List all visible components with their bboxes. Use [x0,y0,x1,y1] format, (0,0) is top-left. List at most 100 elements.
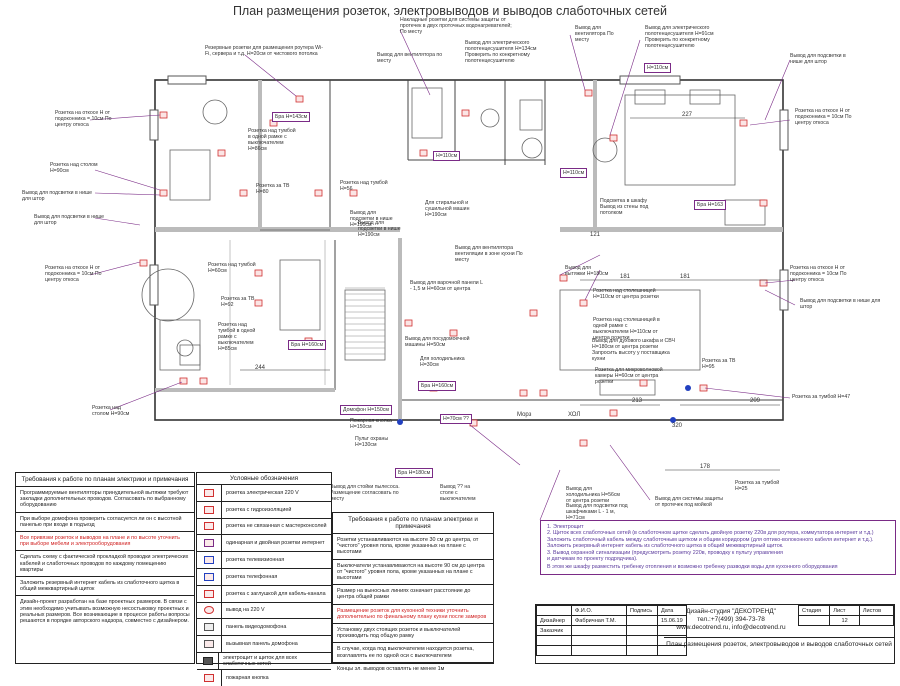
legend-item: розетка электрическая 220 V [226,489,299,496]
callout-height-3: H=110см [644,63,672,73]
independent-outlet-icon [204,522,214,531]
callout-nightstand-4: Розетка над тумбой H=56 [340,180,388,192]
callout-kitchen-fan: Вывод для вентилятора вентиляции в зоне … [455,245,523,263]
callout-cabinet-outlet-1: Розетка за тумбой H=47 [792,394,851,400]
callout-hob: Вывод для варочной панели L - 1,5 м H=60… [410,280,483,292]
note-line: 2. Щиток всех слаботочных сетей (в слабо… [547,530,874,537]
callout-window-outlet-1: Розетка на откосе H от подоконника = 10с… [55,110,112,128]
callout-fridge-2: Вывод для холодильника H=56см от центра … [566,486,620,504]
note-line: 1. Электрощит [547,524,584,530]
stamp-sheets-header: Листов [858,605,895,616]
callout-counter-outlet-2: Розетка над столешницей в одной рамке с … [593,317,660,341]
callout-fridge-1: Для холодильника H=30см [420,356,465,368]
callout-vacuum: Вывод для стойки пылесоса. Размещение со… [330,484,400,502]
internet-outlet-icon [204,539,214,548]
callout-nightstand-3: Розетка над тумбой в одной рамке с выклю… [248,128,296,152]
title-stamp: Ф.И.О. Подпись Дата Дизайнер Фабричная Т… [535,604,895,664]
studio-phone: тел.:+7(499) 394-73-78 [697,616,765,623]
legend-table: Условные обозначения розетка электрическ… [196,472,332,686]
note-line: Заложить слаботочный кабель между слабот… [547,536,874,543]
room-label: Морз [517,412,532,418]
callout-tv-outlet-2: Розетка за ТВ H=80 [256,183,290,195]
legend-item: розетка телефонная [226,573,278,580]
panel-notes: 1. Электрощит 2. Щиток всех слаботочных … [540,520,896,575]
video-intercom-icon [204,623,214,632]
callout-cabinet-light: Вывод для подсветки под шкафчиками L - 1… [566,503,628,521]
dim-label: 178 [700,464,711,470]
studio-site: www.decotrend.ru, info@decotrend.ru [676,624,786,631]
legend-item: вывод на 220 V [226,607,265,614]
callout-oven: Вывод для духового шкафа и СВЧ H=180см о… [592,338,675,362]
callout-counter-outlet-1: Розетка над столешницей H=110см от центр… [593,288,659,300]
capped-outlet-icon [204,589,214,598]
dim-label: 227 [682,112,693,118]
callout-cabinet-outlet-2: Розетка за тумбой H=25 [735,480,780,492]
dim-label: 320 [672,423,683,429]
callout-niche-light-2: Вывод для подсветки в нише H=190см [358,220,401,238]
callout-tv-outlet-1: Розетка за ТВ H=92 [221,296,255,308]
tv-outlet-icon [204,556,214,565]
stamp-name: Фабричная Т.М. [571,615,627,626]
requirement-item: Сделать схему с фактической прокладкой п… [16,551,194,578]
requirement-item: Программируемые вентиляторы принудительн… [16,487,194,513]
callout-height-4: H=70см ?? [440,414,472,424]
callout-towel-heater-1: Вывод для электрического полотенцесушите… [465,40,537,64]
dim-label: 244 [255,365,266,371]
requirement-item: В случае, когда под выключателем находит… [333,643,493,663]
callout-desk-outlet-1: Розетка над столом H=90см [50,162,98,174]
room-label: ХОЛ [568,412,581,418]
legend-item: электрощит и щиток для всех слаботочных … [223,654,298,667]
electrical-panel-icon [202,656,213,665]
callout-fan-2: Вывод для вентилятора По месту [575,25,614,43]
callout-window-outlet-2: Розетка на откосе H от подоконника = 10с… [45,265,102,283]
stamp-sheet-number: 12 [829,615,860,626]
note-line: 3. Вывод охранной сигнализации (предусмо… [547,549,783,556]
callout-switch: Вывод ?? на столе с выключателем [440,484,476,502]
callout-sconce-4: Бра H=180см [395,468,434,478]
callout-nightstand-2: Розетка над тумбой в одной рамке с выклю… [218,322,256,352]
note-line: Заложить резервный интернет кабель из сл… [547,543,784,550]
callout-sconce-5: Бра H=163 [694,200,727,210]
callout-sconce-2: Бра H=160см [288,340,327,350]
requirements-right-table: Требования к работе по планам электрики … [332,512,494,672]
callout-alarm-panel: Пульт охраны H=130см [355,436,389,448]
stamp-role: Заказчик [536,625,572,636]
requirements-left-table: Требования к работе по планам электрики … [15,472,195,664]
callout-window-outlet-4: Розетка на откосе H от подоконника = 10с… [795,108,852,126]
callout-nightstand-1: Розетка над тумбой H=60см [208,262,256,274]
stamp-stage-header: Стадия [797,605,831,616]
floor-plan [89,29,796,521]
callout-dishwasher-1: Вывод для посудомоечной машины H=50см [405,336,470,348]
callout-intercom: Домофон H=150см [340,405,392,415]
legend-item: вызывная панель домофона [226,641,298,648]
outlet-icon [204,488,214,497]
callout-desk-outlet-2: Розетка над столом H=90см [92,405,130,417]
requirement-item: Выключатели устанавливаются на высоте 90… [333,560,493,586]
stamp-sheet-header: Лист [829,605,860,616]
studio-info: Дизайн-студия "ДЕКОТРЕНД" тел.:+7(499) 3… [671,608,791,632]
dim-label: 209 [750,398,761,404]
callout-towel-heater-2: Вывод для электрического полотенцесушите… [645,25,714,49]
note-line: и датчикам по проекту подрядчика). [547,556,638,563]
legend-header: Условные обозначения [197,473,331,485]
legend-item: розетка с гидроизоляцией [226,506,292,513]
callout-router-outlets: Резервные розетки для размещения роутера… [205,45,323,57]
requirements-left-header: Требования к работе по планам электрики … [16,473,194,487]
phone-outlet-icon [204,572,214,581]
intercom-panel-icon [204,640,214,649]
callout-fire-button: Пожарная кнопка H=150см [350,418,392,430]
requirement-item: Дизайн-проект разработан на базе проектн… [20,599,190,625]
dim-label: 181 [620,274,631,280]
stamp-sign-header: Подпись [626,605,658,616]
callout-curtain-light-2: Вывод для подсветки в нише для штор [22,190,93,202]
callout-window-outlet-3: Розетка на откосе H от подоконника = 10с… [790,265,847,283]
callout-sconce-3: Бра H=160см [418,381,457,391]
requirement-item: Размещение розеток для кухонной техники … [333,605,493,625]
callout-sink-leak: Вывод для системы защиты от протечек под… [655,496,723,508]
legend-item: панель видеодомофона [226,624,287,631]
legend-item: розетка не связанная с мастерконсолей [226,523,327,530]
stamp-fio-header: Ф.И.О. [571,605,627,616]
note-line: В этом же шкафу разместить гребенку отоп… [547,564,838,571]
requirement-item: Размер на выносных линиях означает расст… [333,585,493,605]
dim-label: 213 [632,398,643,404]
